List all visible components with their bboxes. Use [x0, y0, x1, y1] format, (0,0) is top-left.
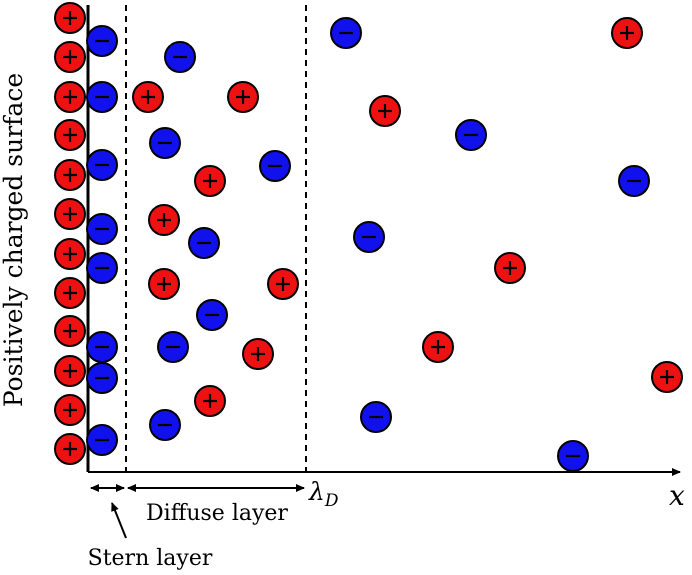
negative-ion: [259, 150, 291, 182]
positive-ion: [54, 433, 86, 465]
positive-ion: [369, 95, 401, 127]
positive-ion: [132, 81, 164, 113]
negative-ion: [157, 331, 189, 363]
x-axis-label: x: [669, 479, 685, 512]
positive-ion: [494, 252, 526, 284]
stern-layer-label: Stern layer: [88, 546, 213, 571]
positive-ion: [54, 238, 86, 270]
negative-ion: [86, 149, 118, 181]
positive-ion: [54, 315, 86, 347]
positive-ion: [422, 331, 454, 363]
negative-ion: [86, 331, 118, 363]
positive-ion: [194, 385, 226, 417]
positive-ion: [54, 81, 86, 113]
positive-ion: [54, 41, 86, 73]
negative-ion: [86, 213, 118, 245]
negative-ion: [618, 165, 650, 197]
stern-label-pointer: [111, 502, 127, 539]
positive-ion: [651, 361, 683, 393]
negative-ion: [188, 227, 220, 259]
negative-ion: [360, 401, 392, 433]
positive-ion: [611, 17, 643, 49]
positive-ion: [194, 165, 226, 197]
negative-ion: [164, 41, 196, 73]
negative-ion: [149, 409, 181, 441]
negative-ion: [86, 25, 118, 57]
positive-ion: [54, 355, 86, 387]
positive-ion: [148, 204, 180, 236]
positive-ion: [227, 81, 259, 113]
negative-ion: [455, 119, 487, 151]
negative-ion: [86, 424, 118, 456]
positive-ion: [242, 338, 274, 370]
negative-ion: [86, 252, 118, 284]
negative-ion: [86, 81, 118, 113]
negative-ion: [330, 17, 362, 49]
negative-ion: [196, 299, 228, 331]
diffuse-layer-label: Diffuse layer: [146, 501, 288, 526]
negative-ion: [353, 221, 385, 253]
positive-ion: [148, 268, 180, 300]
positive-ion: [54, 119, 86, 151]
ions-group: [54, 2, 683, 472]
positive-ion: [54, 277, 86, 309]
positive-ion: [54, 394, 86, 426]
negative-ion: [149, 127, 181, 159]
debye-length-label: λD: [308, 477, 339, 511]
positive-ion: [267, 268, 299, 300]
positive-ion: [54, 2, 86, 34]
positive-ion: [54, 198, 86, 230]
negative-ion: [557, 440, 589, 472]
negative-ion: [86, 362, 118, 394]
positive-ion: [54, 159, 86, 191]
surface-label: Positively charged surface: [0, 73, 28, 407]
